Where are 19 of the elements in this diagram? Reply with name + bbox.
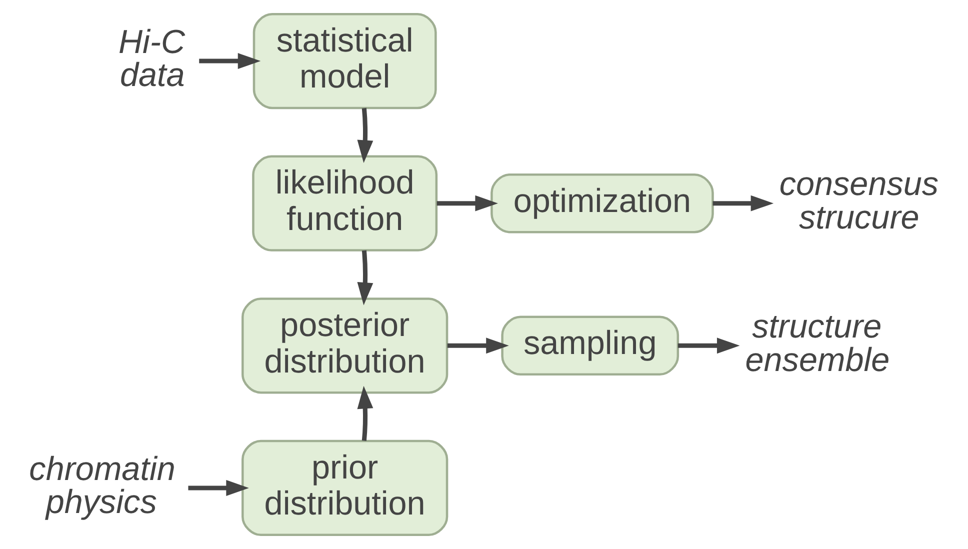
- arrow: [356, 108, 373, 163]
- node-text: Hi-C data: [118, 24, 185, 94]
- arrow: [356, 386, 373, 441]
- arrow: [712, 195, 774, 212]
- node-box: posterior distribution: [241, 298, 448, 394]
- node-box: prior distribution: [241, 440, 448, 536]
- arrow: [198, 53, 260, 69]
- arrow: [446, 338, 508, 354]
- node-box: optimization: [490, 173, 714, 234]
- node-box: statistical model: [252, 12, 436, 110]
- arrow: [356, 250, 373, 306]
- arrow: [677, 338, 740, 354]
- node-text: consensus strucure: [778, 166, 938, 236]
- node-box: likelihood function: [252, 155, 438, 252]
- arrow: [188, 480, 248, 496]
- node-text: chromatin physics: [28, 450, 175, 522]
- node-text: structure ensemble: [744, 308, 890, 379]
- arrow: [436, 195, 498, 212]
- node-box: sampling: [500, 316, 679, 376]
